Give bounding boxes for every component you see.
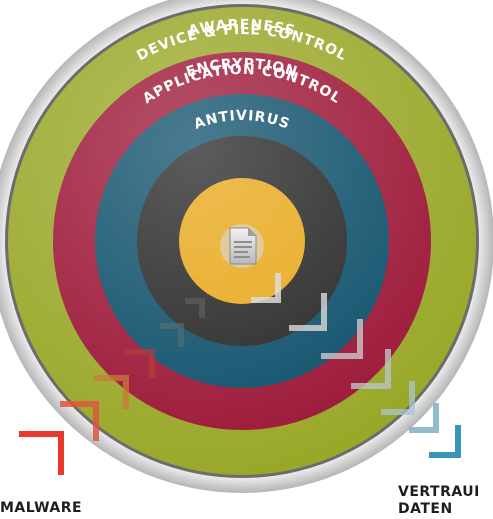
trusted-data-label-line1: VERTRAUI [398,484,480,500]
malware-arrows [19,298,205,475]
ring-label-awareness: AWARENESS [187,17,297,39]
data-arrow-icon [251,273,281,303]
data-arrow-icon [351,349,391,389]
data-arrow-icon [409,403,439,433]
malware-arrow-icon [160,323,184,347]
malware-label: MALWARE [0,500,83,516]
data-arrow-icon [429,425,461,458]
data-arrow-icon [321,319,363,359]
malware-arrow-icon [60,401,99,441]
malware-arrow-icon [94,375,129,409]
malware-arrow-icon [19,431,64,475]
data-arrow-icon [381,381,415,415]
trusted-data-label: VERTRAUI DATEN [398,484,480,518]
data-arrow-icon [289,293,327,331]
document-icon [220,224,264,268]
data-arrows [251,273,461,458]
trusted-data-label-line2: DATEN [398,501,453,517]
malware-arrow-icon [185,298,205,318]
malware-arrow-icon [125,349,155,378]
